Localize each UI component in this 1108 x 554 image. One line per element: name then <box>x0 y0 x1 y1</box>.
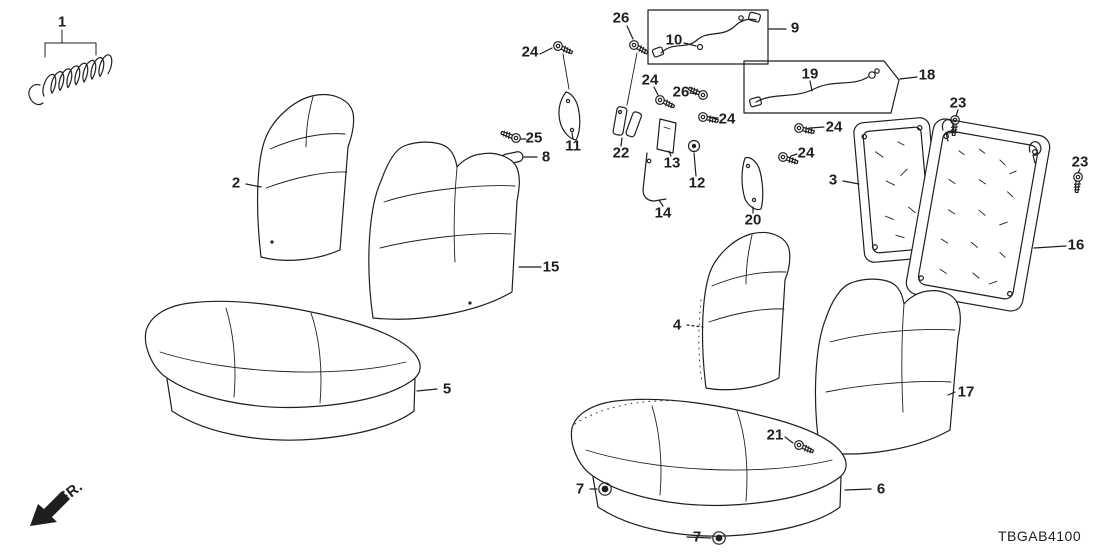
leader-lines <box>245 25 1081 539</box>
frame-hook-left <box>941 119 955 142</box>
part-14-bracket <box>642 152 667 202</box>
part-15-seat-back <box>368 141 520 320</box>
part-1-spring-clip <box>28 29 113 106</box>
part-11-bracket <box>558 91 581 141</box>
part-13-bracket <box>656 118 677 154</box>
part-5-seat-cushion <box>144 300 421 441</box>
grommet-7-a <box>598 482 612 496</box>
diagram-part-code: TBGAB4100 <box>998 528 1082 544</box>
bolt-24-c <box>697 111 720 126</box>
part-4-seat-back <box>698 231 791 391</box>
part-20-bracket <box>741 156 764 211</box>
hardware-center <box>499 38 816 211</box>
bolt-23-right <box>1071 171 1084 194</box>
part-16-seat-back-frame <box>905 114 1084 312</box>
part-17-seat-back <box>814 278 961 455</box>
part-6-seat-cushion <box>570 398 847 537</box>
part-19-harness <box>743 60 900 114</box>
connector-10 <box>696 43 704 51</box>
bolt-24-e <box>776 150 800 167</box>
bolt-24-b <box>653 93 677 112</box>
bolt-24-d <box>793 122 816 137</box>
fr-arrow-icon <box>30 491 70 526</box>
part-12-grommet <box>687 139 701 153</box>
bolt-25 <box>499 128 523 145</box>
bolt-26-a <box>627 38 651 58</box>
part-9-harness <box>647 9 769 65</box>
frame-hook-right <box>1028 141 1042 164</box>
grommet-7-b <box>712 531 726 545</box>
part-2-seat-back <box>256 94 355 261</box>
part-22-hinge <box>612 106 642 138</box>
